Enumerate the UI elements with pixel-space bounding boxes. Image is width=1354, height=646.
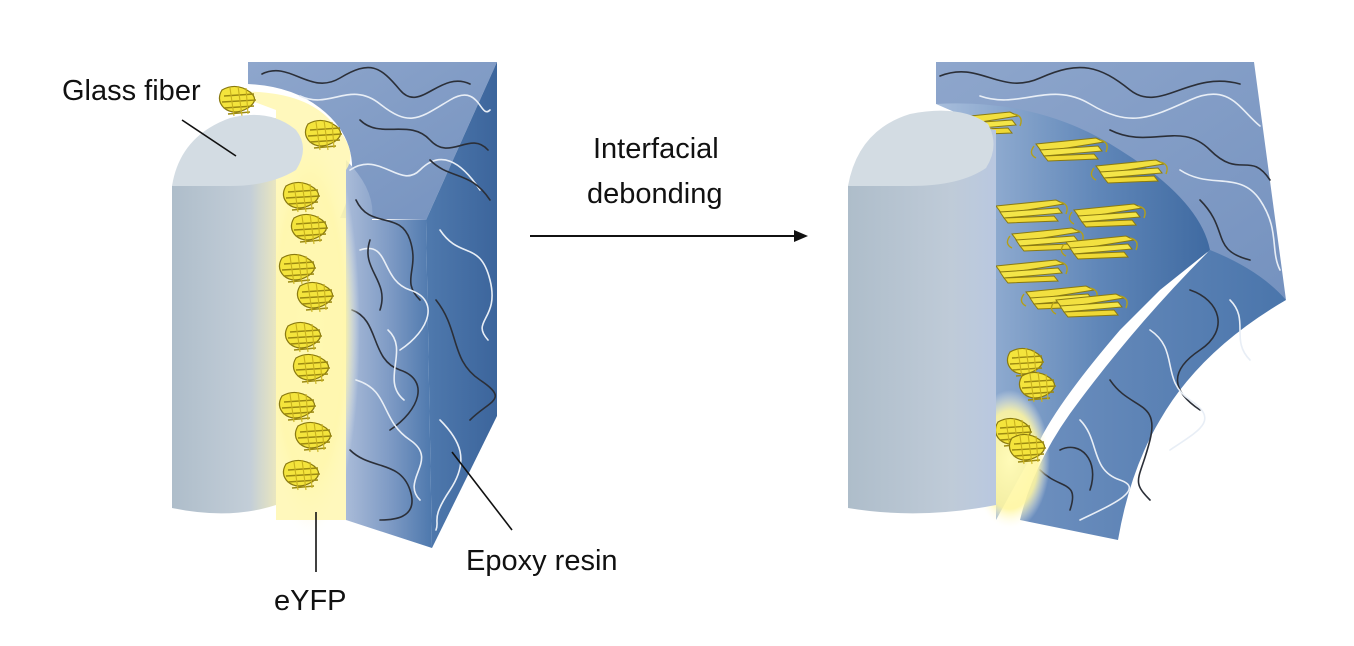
epoxy-peeled-sheet <box>1020 250 1286 540</box>
glass-fiber-body-right <box>848 127 996 514</box>
right-panel-illustration <box>848 62 1286 540</box>
leader-glass-fiber <box>181 119 237 157</box>
leader-epoxy-resin <box>451 451 513 531</box>
left-panel-illustration <box>172 62 497 548</box>
label-glass-fiber: Glass fiber <box>62 75 201 107</box>
epoxy-front-face <box>346 160 432 548</box>
epoxy-side-face <box>426 62 497 548</box>
label-eyfp: eYFP <box>274 585 347 617</box>
polymer-chains-right <box>939 66 1281 521</box>
glass-fiber-body <box>172 118 276 514</box>
eyfp-layer <box>228 91 351 521</box>
label-epoxy-resin: Epoxy resin <box>466 545 618 577</box>
label-process-line1: Interfacial <box>593 133 719 165</box>
right-arrow-icon <box>530 230 808 242</box>
label-process-line2: debonding <box>587 178 722 210</box>
polymer-chains-left <box>261 66 496 531</box>
epoxy-top-face <box>248 62 497 220</box>
glass-fiber-top <box>172 114 303 186</box>
glass-fiber-top-right <box>848 110 994 186</box>
